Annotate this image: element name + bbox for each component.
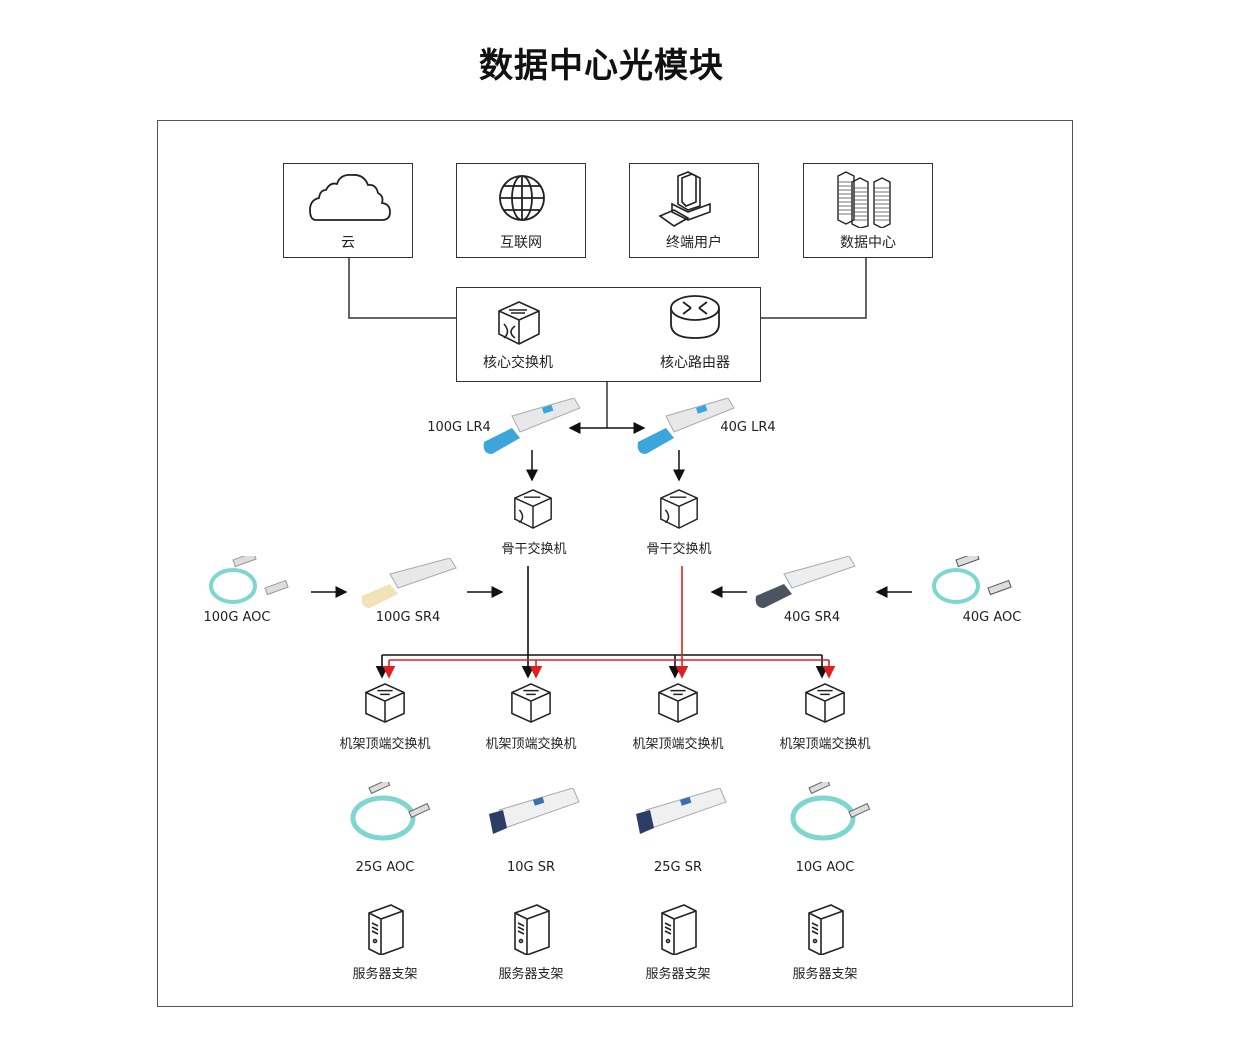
access-module-label: 10G SR [506, 860, 556, 875]
tor-switch-icon [511, 683, 551, 723]
server-rack-label: 服务器支架 [792, 967, 858, 982]
access-module-label: 25G SR [653, 860, 703, 875]
server-rack-label: 服务器支架 [498, 967, 564, 982]
access-module-label: 10G AOC [795, 860, 855, 875]
backbone-switch-icon [514, 489, 552, 529]
globe-icon [499, 175, 545, 221]
server-rack-icon [368, 904, 404, 955]
sfp-module-icon [489, 788, 580, 834]
server-rack-icon [808, 904, 844, 955]
server-towers-icon [837, 171, 891, 228]
node-internet: 互联网 [456, 163, 586, 258]
backbone-switch-icon [660, 489, 698, 529]
tor-switch-label: 机架顶端交换机 [779, 737, 871, 752]
line-cloud-core [348, 258, 457, 319]
module-label-100g-sr4: 100G SR4 [375, 610, 441, 625]
line-dc-core [761, 258, 867, 319]
tor-switch-label: 机架顶端交换机 [339, 737, 431, 752]
module-label-40g-sr4: 40G SR4 [783, 610, 841, 625]
node-data-center: 数据中心 [803, 163, 933, 258]
core-box: 核心交换机 核心路由器 [456, 287, 761, 382]
aoc-cable-icon [790, 782, 871, 841]
cloud-icon [309, 174, 391, 221]
aoc-cable-icon [350, 782, 431, 841]
access-module-label: 25G AOC [355, 860, 415, 875]
core-switch-label: 核心交换机 [483, 355, 553, 371]
node-cloud: 云 [283, 163, 413, 258]
node-label: 云 [341, 235, 355, 251]
backbone-switch-label: 骨干交换机 [646, 542, 712, 557]
aoc-cable-icon [932, 556, 1012, 604]
aoc-cable-icon [209, 556, 289, 604]
qsfp-module-100g-lr4 [483, 398, 581, 454]
core-router-icon [670, 295, 720, 339]
module-label-100g-aoc: 100G AOC [203, 610, 271, 625]
module-label-100g-lr4: 100G LR4 [427, 420, 491, 435]
tor-switch-label: 机架顶端交换机 [632, 737, 724, 752]
node-end-user: 终端用户 [629, 163, 759, 258]
qsfp-module-100g-sr4 [361, 558, 457, 608]
server-rack-icon [514, 904, 550, 955]
qsfp-module-40g-lr4 [637, 398, 735, 454]
module-label-40g-lr4: 40G LR4 [720, 420, 776, 435]
node-label: 数据中心 [840, 235, 896, 251]
diagram-frame [157, 120, 1073, 1007]
backbone-switch-label: 骨干交换机 [501, 542, 567, 557]
tor-switch-label: 机架顶端交换机 [485, 737, 577, 752]
server-rack-label: 服务器支架 [645, 967, 711, 982]
module-label-40g-aoc: 40G AOC [962, 610, 1022, 625]
tor-switch-icon [805, 683, 845, 723]
server-rack-icon [661, 904, 697, 955]
tor-switch-icon [658, 683, 698, 723]
core-switch-icon [498, 301, 540, 345]
workstation-icon [658, 171, 711, 227]
sfp-module-icon [636, 788, 727, 834]
page-title: 数据中心光模块 [479, 46, 724, 86]
core-router-label: 核心路由器 [660, 355, 730, 371]
node-label: 终端用户 [666, 235, 722, 251]
server-rack-label: 服务器支架 [352, 967, 418, 982]
tor-switch-icon [365, 683, 405, 723]
qsfp-module-40g-sr4 [755, 556, 856, 608]
node-label: 互联网 [500, 235, 542, 251]
